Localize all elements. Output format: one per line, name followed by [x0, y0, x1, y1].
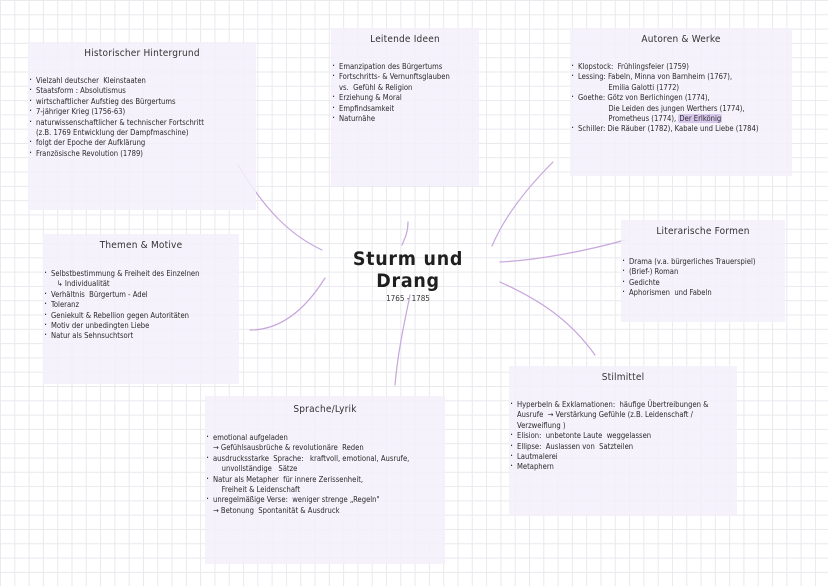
list-item: Die Leiden des jungen Werthers (1774),: [578, 103, 745, 113]
heading-ideen: Leitende Ideen: [370, 34, 440, 45]
list-item: Freiheit & Leidenschaft: [213, 485, 301, 495]
main-title: Sturm und Drang: [352, 248, 464, 292]
list-item: (Brief-) Roman: [621, 266, 785, 277]
list-item: ausdrucksstarke Sprache: kraftvoll, emot…: [205, 453, 445, 464]
list-item: Prometheus (1774), Der Erlkönig: [578, 114, 723, 124]
heading-autoren: Autoren & Werke: [641, 34, 721, 45]
list-item: Verhältnis Bürgertum - Adel: [43, 289, 239, 300]
list-item: Selbstbestimmung & Freiheit des Einzelne…: [43, 268, 239, 279]
list-item: Aphorismen und Fabeln: [621, 287, 785, 298]
list-ideen: Emanzipation des BürgertumsFortschritts-…: [331, 61, 479, 124]
list-item: → Betonung Spontanität & Ausdruck: [213, 505, 340, 515]
list-item: Staatsform : Absolutismus: [28, 85, 256, 96]
list-item: naturwissenschaftlicher & technischer Fo…: [28, 117, 256, 128]
list-item: (z.B. 1769 Entwicklung der Dampfmaschine…: [36, 128, 189, 138]
main-dates: 1765 - 1785: [386, 294, 430, 303]
list-item: Goethe: Götz von Berlichingen (1774),: [570, 92, 792, 103]
list-item: Verzweiflung ): [517, 420, 566, 430]
list-item: → Gefühlsausbrüche & revolutionäre Reden: [213, 443, 364, 453]
connector-ideen: [401, 221, 409, 246]
list-item: Lautmalerei: [509, 451, 737, 462]
heading-hintergrund: Historischer Hintergrund: [84, 48, 200, 59]
list-item: Motiv der unbedingten Liebe: [43, 320, 239, 331]
list-item: Toleranz: [43, 299, 239, 310]
list-item: Drama (v.a. bürgerliches Trauerspiel): [621, 256, 785, 267]
list-item: vs. Gefühl & Religion: [339, 82, 413, 92]
box-stilmittel: Stilmittel Hyperbeln & Exklamationen: hä…: [509, 366, 737, 516]
list-item: Geniekult & Rebellion gegen Autoritäten: [43, 310, 239, 321]
list-item: Emanzipation des Bürgertums: [331, 61, 479, 72]
list-hintergrund: Vielzahl deutscher KleinstaatenStaatsfor…: [28, 75, 256, 159]
list-item: Elision: unbetonte Laute weggelassen: [509, 430, 737, 441]
list-item: Vielzahl deutscher Kleinstaaten: [28, 75, 256, 86]
list-item: Empfindsamkeit: [331, 103, 479, 114]
list-item: Gedichte: [621, 277, 785, 288]
list-stilmittel: Hyperbeln & Exklamationen: häufige Übert…: [509, 399, 737, 473]
list-item: Französische Revolution (1789): [28, 148, 256, 159]
connector-formen: [499, 239, 626, 263]
list-item: Lessing: Fabeln, Minna von Barnheim (176…: [570, 71, 792, 82]
list-sprache: emotional aufgeladen→ Gefühlsausbrüche &…: [205, 432, 445, 516]
list-item: unregelmäßige Verse: weniger strenge „Re…: [205, 494, 445, 505]
box-sprache: Sprache/Lyrik emotional aufgeladen→ Gefü…: [205, 396, 445, 564]
heading-sprache: Sprache/Lyrik: [293, 404, 357, 415]
list-item: 7-jähriger Krieg (1756-63): [28, 106, 256, 117]
box-themen: Themen & Motive Selbstbestimmung & Freih…: [43, 234, 239, 384]
list-item: Klopstock: Frühlingsfeier (1759): [570, 61, 792, 72]
list-item: Schiller: Die Räuber (1782), Kabale und …: [570, 123, 792, 134]
connector-stilmittel: [499, 281, 596, 356]
highlighted-work: Der Erlkönig: [678, 114, 723, 124]
list-item: folgt der Epoche der Aufklärung: [28, 137, 256, 148]
list-item: wirtschaftlicher Aufstieg des Bürgertums: [28, 96, 256, 107]
list-item: Naturnähe: [331, 113, 479, 124]
heading-formen: Literarische Formen: [656, 226, 750, 237]
list-autoren: Klopstock: Frühlingsfeier (1759)Lessing:…: [570, 61, 792, 135]
list-item: Erziehung & Moral: [331, 92, 479, 103]
list-item: Metaphern: [509, 461, 737, 472]
list-item: Natur als Sehnsuchtsort: [43, 330, 239, 341]
box-hintergrund: Historischer Hintergrund Vielzahl deutsc…: [28, 42, 256, 210]
list-themen: Selbstbestimmung & Freiheit des Einzelne…: [43, 268, 239, 342]
list-item: Natur als Metapher für innere Zerissenhe…: [205, 474, 445, 485]
connector-autoren: [491, 161, 554, 247]
list-item: unvollständige Sätze: [213, 464, 298, 474]
list-item: Emilia Galotti (1772): [578, 82, 680, 92]
main-topic: Sturm und Drang 1765 - 1785: [318, 248, 498, 303]
box-autoren: Autoren & Werke Klopstock: Frühlingsfeie…: [570, 28, 792, 176]
list-item: Ellipse: Auslassen von Satzteilen: [509, 441, 737, 452]
list-item: Fortschritts- & Vernunftsglauben: [331, 71, 479, 82]
list-formen: Drama (v.a. bürgerliches Trauerspiel)(Br…: [621, 256, 785, 299]
list-item: Ausrufe → Verstärkung Gefühle (z.B. Leid…: [517, 410, 693, 420]
heading-stilmittel: Stilmittel: [601, 372, 645, 383]
heading-themen: Themen & Motive: [99, 240, 183, 251]
box-formen: Literarische Formen Drama (v.a. bürgerli…: [621, 220, 785, 322]
connector-themen: [249, 277, 326, 331]
connector-sprache: [394, 294, 411, 386]
box-ideen: Leitende Ideen Emanzipation des Bürgertu…: [331, 28, 479, 186]
list-item: Hyperbeln & Exklamationen: häufige Übert…: [509, 399, 737, 410]
list-item: ↳ Individualität: [57, 279, 110, 289]
list-item: emotional aufgeladen: [205, 432, 445, 443]
